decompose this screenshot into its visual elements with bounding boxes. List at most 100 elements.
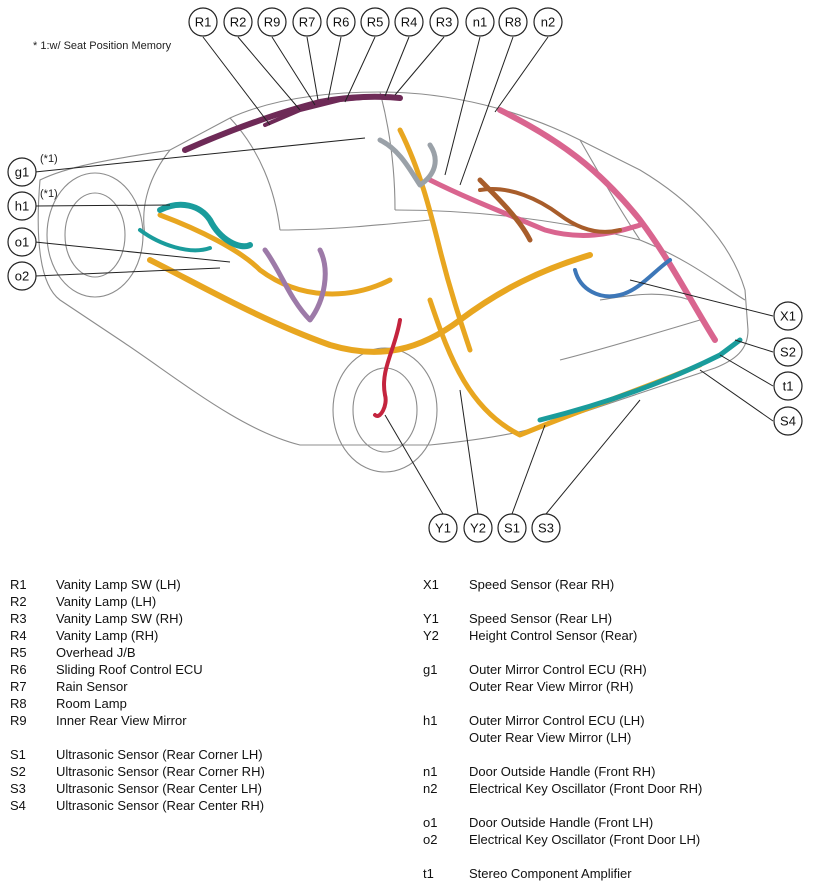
legend-code: S4 (10, 798, 26, 813)
legend-text: Ultrasonic Sensor (Rear Corner RH) (56, 764, 265, 779)
legend-text: Height Control Sensor (Rear) (469, 628, 638, 643)
legend-text: Sliding Roof Control ECU (56, 662, 203, 677)
svg-text:t1: t1 (783, 379, 794, 394)
svg-text:g1: g1 (15, 165, 29, 180)
center-harness (397, 127, 473, 353)
legend-code: h1 (423, 713, 438, 728)
legend-spacer (423, 593, 702, 610)
legend-text: Outer Mirror Control ECU (RH) (469, 662, 647, 677)
roof-harness (182, 93, 403, 153)
legend-text: Electrical Key Oscillator (Front Door RH… (469, 781, 703, 796)
svg-text:R8: R8 (505, 15, 522, 30)
svg-text:S4: S4 (780, 414, 796, 429)
legend-code: o1 (423, 815, 438, 830)
legend-row: R4 Vanity Lamp (RH) (10, 627, 265, 644)
callout-s2: S2 (773, 337, 803, 367)
callout-r9: R9 (257, 7, 287, 37)
legend-row: o2 Electrical Key Oscillator (Front Door … (423, 831, 702, 848)
callout-s3: S3 (531, 513, 561, 543)
legend-row: R6 Sliding Roof Control ECU (10, 661, 265, 678)
callout-s4: S4 (773, 406, 803, 436)
legend-spacer (423, 848, 702, 865)
legend-text: Rain Sensor (56, 679, 128, 694)
legend-text: Vanity Lamp (LH) (56, 594, 157, 609)
quarter-harness-pink (497, 107, 718, 343)
legend-code: Y2 (423, 628, 439, 643)
legend-code: S1 (10, 747, 26, 762)
legend-row: Y2 Height Control Sensor (Rear) (423, 627, 702, 644)
svg-text:R4: R4 (401, 15, 418, 30)
callout-x1: X1 (773, 301, 803, 331)
legend-row: R2 Vanity Lamp (LH) (10, 593, 265, 610)
svg-text:R5: R5 (367, 15, 384, 30)
callout-r5: R5 (360, 7, 390, 37)
legend-text: Outer Mirror Control ECU (LH) (469, 713, 645, 728)
callout-r6: R6 (326, 7, 356, 37)
main-floor-harness (147, 252, 593, 355)
legend-text: Stereo Component Amplifier (469, 866, 632, 881)
legend-code: R6 (10, 662, 27, 677)
svg-text:S3: S3 (538, 521, 554, 536)
svg-text:R1: R1 (195, 15, 212, 30)
svg-text:n1: n1 (473, 15, 487, 30)
svg-text:R2: R2 (230, 15, 247, 30)
callout-r7: R7 (292, 7, 322, 37)
legend-row: Outer Rear View Mirror (RH) (423, 678, 702, 695)
legend-spacer (423, 644, 702, 661)
callout-r2: R2 (223, 7, 253, 37)
legend-code: S3 (10, 781, 26, 796)
legend-code: R5 (10, 645, 27, 660)
svg-text:R3: R3 (436, 15, 453, 30)
callout-h1: h1 (7, 191, 37, 221)
legend-text: Vanity Lamp (RH) (56, 628, 159, 643)
callout-o1: o1 (7, 227, 37, 257)
legend-text: Electrical Key Oscillator (Front Door LH… (469, 832, 701, 847)
seat-harness-lilac (262, 247, 328, 323)
legend-code: R7 (10, 679, 27, 694)
legend-text: Door Outside Handle (Front LH) (469, 815, 654, 830)
legend-row: S2 Ultrasonic Sensor (Rear Corner RH) (10, 763, 265, 780)
legend-text: Vanity Lamp SW (RH) (56, 611, 183, 626)
callout-y1: Y1 (428, 513, 458, 543)
callout-o2: o2 (7, 261, 37, 291)
legend-row: R7 Rain Sensor (10, 678, 265, 695)
legend-code: g1 (423, 662, 438, 677)
legend-text: Speed Sensor (Rear LH) (469, 611, 613, 626)
overhead-harness (263, 94, 387, 127)
legend-code: R4 (10, 628, 27, 643)
svg-text:Y1: Y1 (435, 521, 451, 536)
legend-row: Outer Rear View Mirror (LH) (423, 729, 702, 746)
legend-spacer (423, 797, 702, 814)
legend-code: Y1 (423, 611, 439, 626)
svg-text:R9: R9 (264, 15, 281, 30)
legend-code: X1 (423, 577, 439, 592)
rear-bumper-harness (537, 337, 743, 423)
legend-code: R2 (10, 594, 27, 609)
legend-row: S3 Ultrasonic Sensor (Rear Center LH) (10, 780, 265, 797)
svg-text:R7: R7 (299, 15, 316, 30)
legend-text: Outer Rear View Mirror (LH) (469, 730, 632, 745)
legend-code: t1 (423, 866, 434, 881)
door-harness-rh-brown (478, 187, 622, 234)
legend-text: Inner Rear View Mirror (56, 713, 187, 728)
legend-code: R9 (10, 713, 27, 728)
callout-g1: g1 (7, 157, 37, 187)
legend-code: S2 (10, 764, 26, 779)
svg-text:n2: n2 (541, 15, 555, 30)
legend-code: o2 (423, 832, 438, 847)
legend-text: Outer Rear View Mirror (RH) (469, 679, 634, 694)
svg-text:X1: X1 (780, 309, 796, 324)
callout-r8: R8 (498, 7, 528, 37)
legend-text: Vanity Lamp SW (LH) (56, 577, 181, 592)
legend-row: o1 Door Outside Handle (Front LH) (423, 814, 702, 831)
legend-text: Ultrasonic Sensor (Rear Center LH) (56, 781, 262, 796)
